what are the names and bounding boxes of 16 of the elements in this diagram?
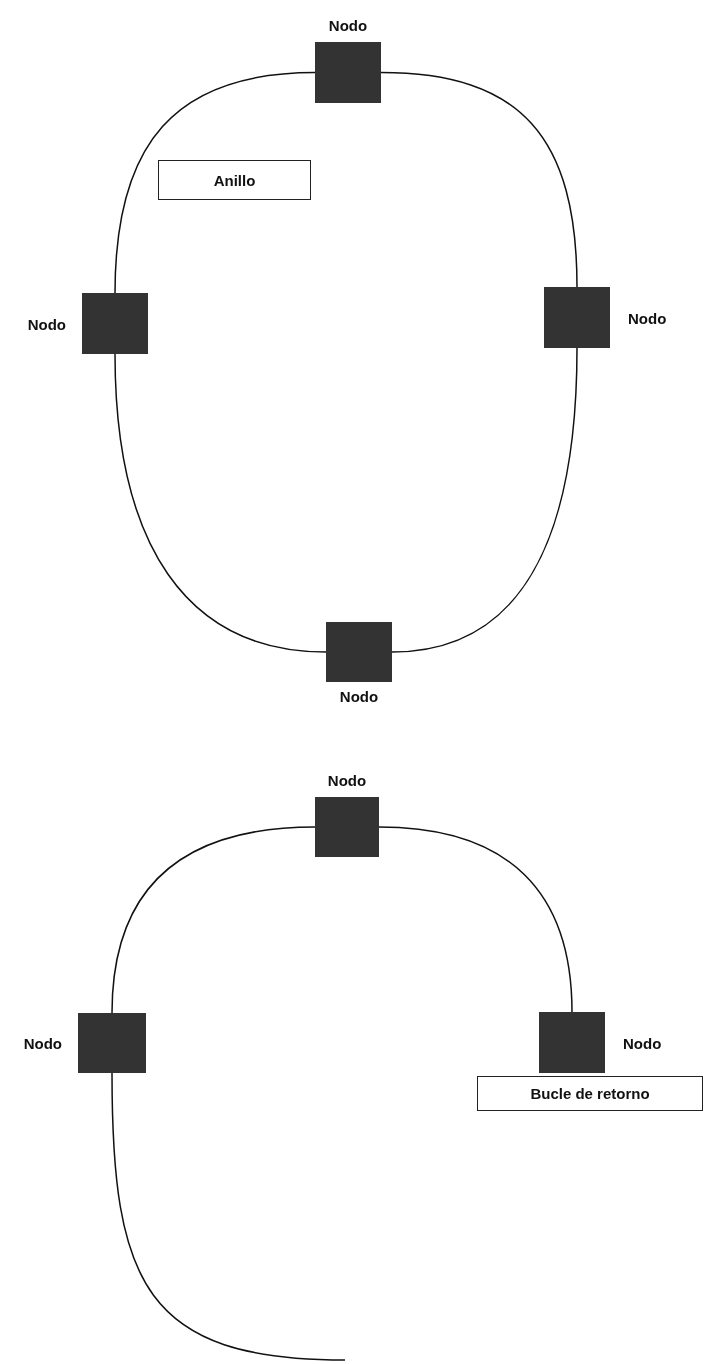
ring-cable [114,353,327,653]
node-label: Nodo [327,772,367,789]
ring-cable [111,826,316,1014]
node-label: Nodo [23,1034,62,1052]
ring-cable [111,1072,346,1361]
node-label: Nodo [27,315,66,332]
label-box: Bucle de retorno [477,1076,703,1111]
ring-cable [380,71,578,288]
node-label: Nodo [628,309,667,326]
ring-cable [378,826,573,1013]
ring-cable [114,71,316,294]
node-label: Nodo [328,17,368,34]
node-label: Nodo [339,688,379,705]
label-box: Anillo [158,160,311,200]
node-label: Nodo [623,1034,662,1051]
ring-cable [391,347,578,653]
